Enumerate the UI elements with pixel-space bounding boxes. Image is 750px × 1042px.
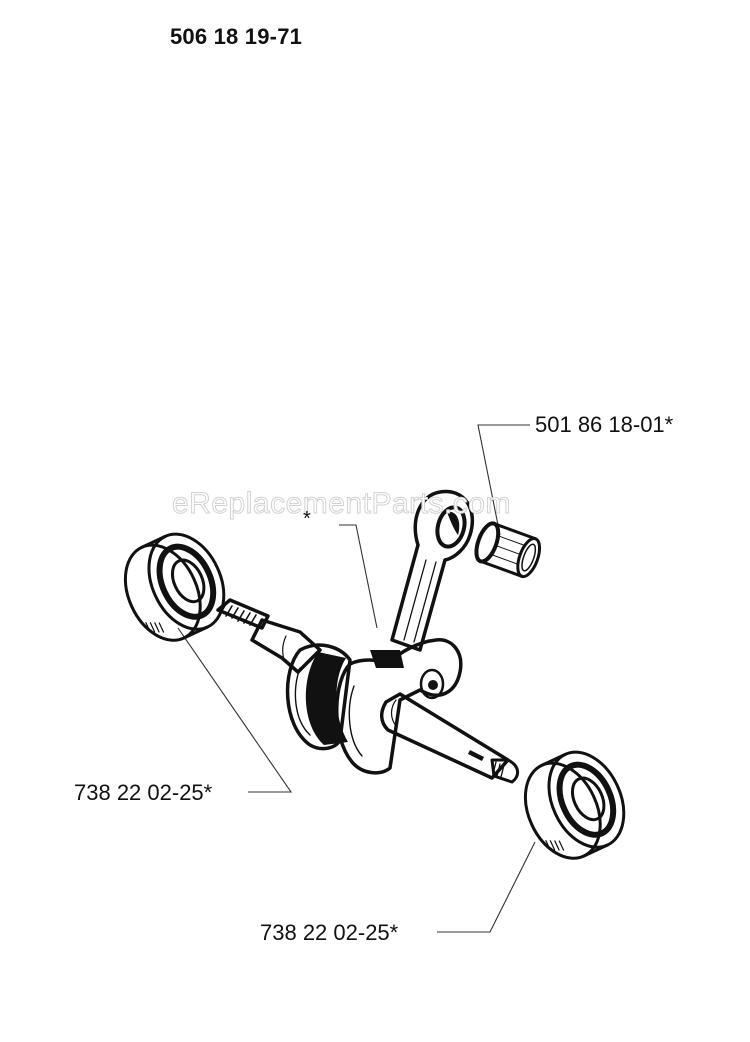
part-label-ball-bearing-left: 738 22 02-25* [74,780,213,805]
leader-needle-bearing [477,424,530,536]
needle-bearing-drawing [474,521,542,579]
crankshaft-drawing [216,598,519,784]
connecting-rod-drawing [390,489,475,652]
ball-bearing-right-drawing [523,750,626,860]
diagram-title: 506 18 19-71 [170,24,303,49]
leader-lines [177,424,536,933]
ball-bearing-left-drawing [123,532,226,642]
leader-crankshaft [339,524,378,629]
part-label-ball-bearing-right: 738 22 02-25* [260,920,399,945]
leader-ball-bearing-left [177,627,293,793]
leader-ball-bearing-right [437,841,536,933]
part-label-crankshaft: * [303,508,311,530]
part-label-needle-bearing: 501 86 18-01* [535,412,674,437]
